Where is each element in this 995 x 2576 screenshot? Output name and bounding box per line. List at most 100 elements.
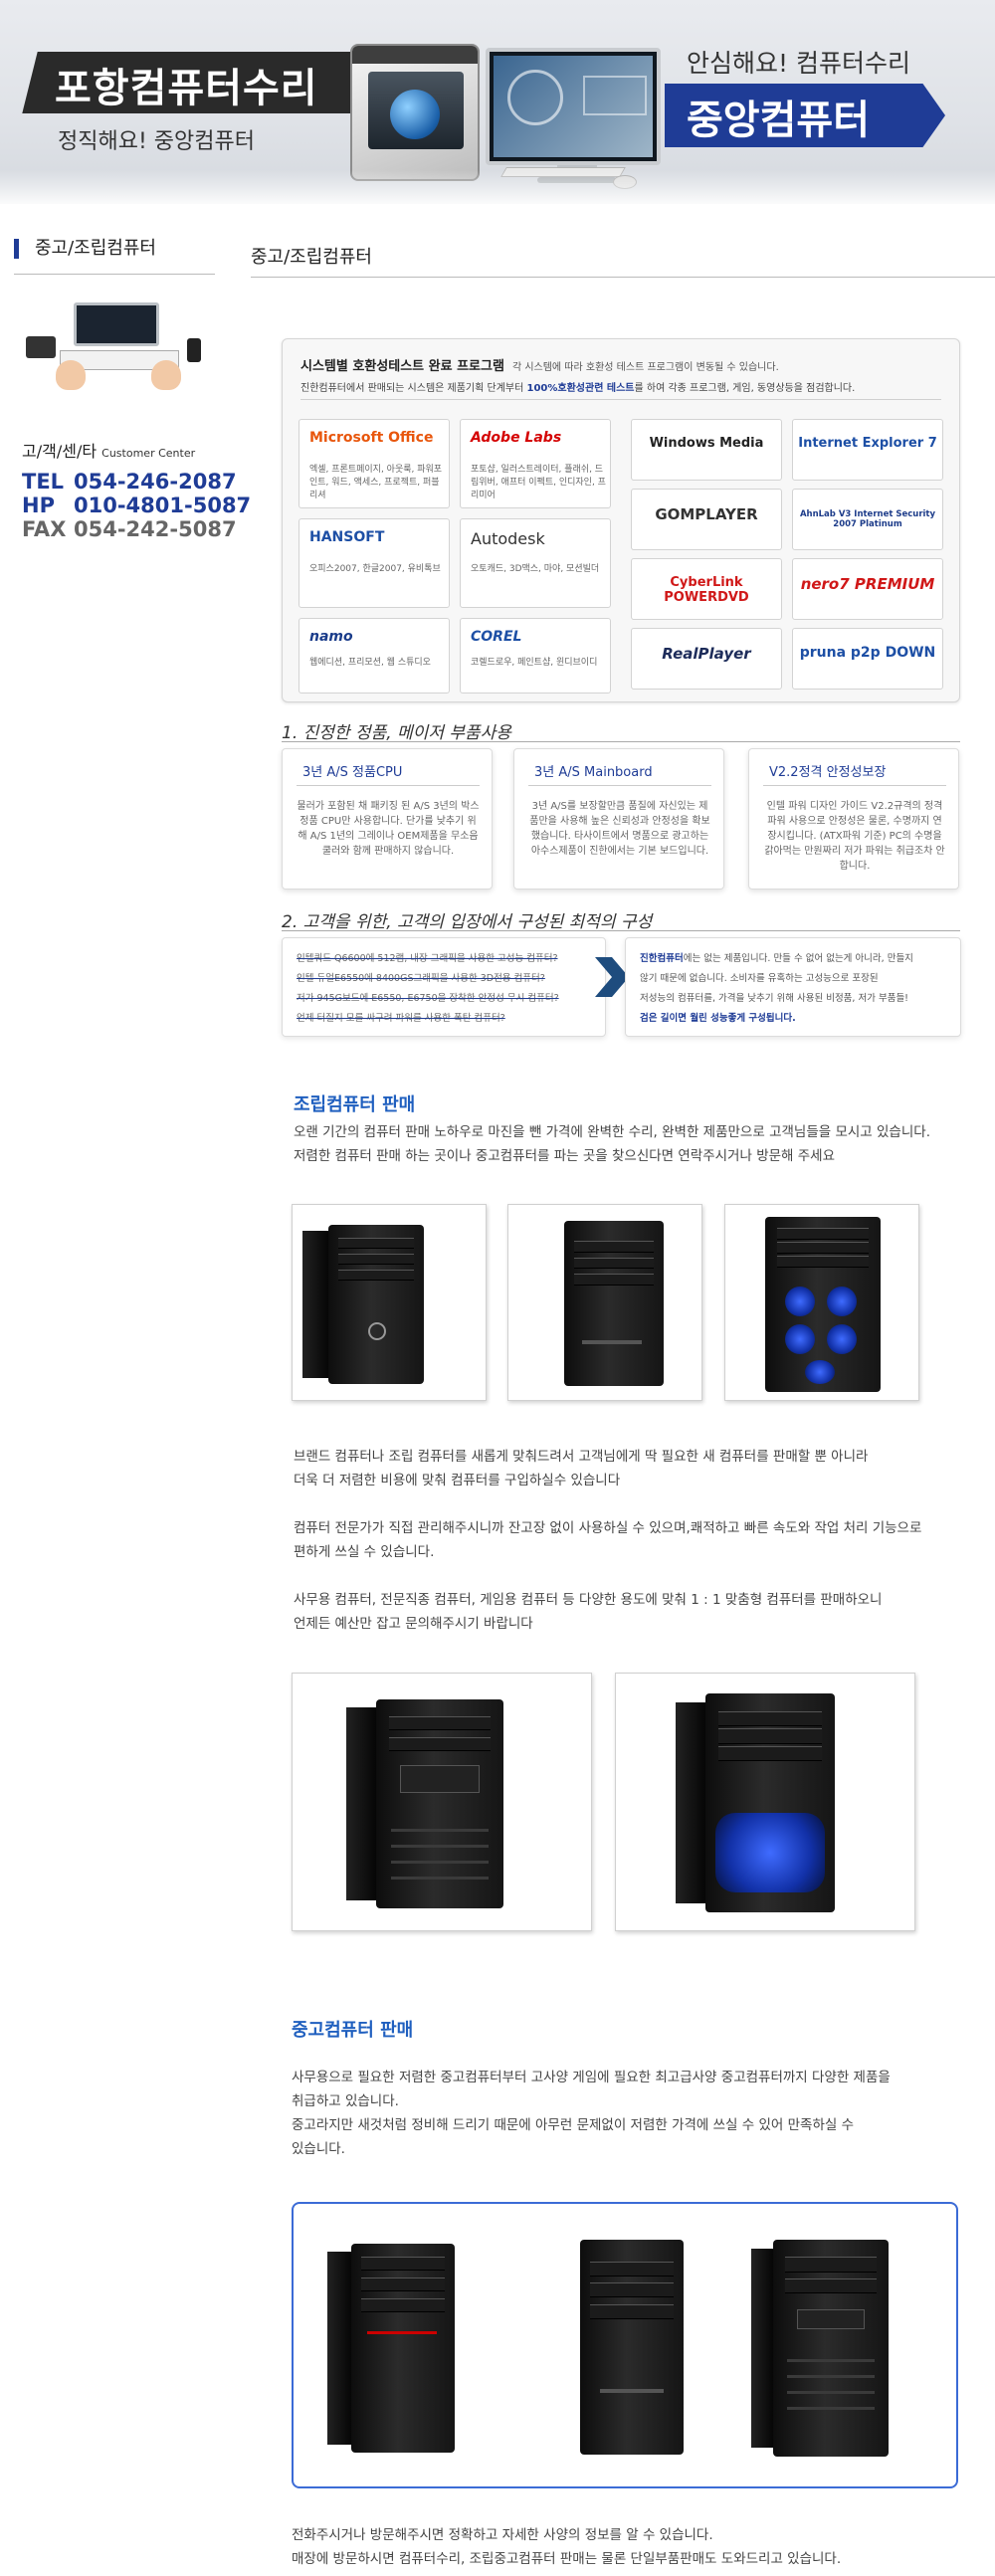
- sidebar-title: 중고/조립컴퓨터: [14, 239, 156, 259]
- bad-configurations-box: 인텔쿼드 Q6600에 512램, 내장 그래픽을 사용한 고성능 컴퓨터? 인…: [282, 937, 606, 1037]
- compat-desc-pre: 진한컴퓨터에서 판매되는 시스템은 제품기획 단계부터: [300, 383, 527, 394]
- para-line: 사무용으로 필요한 저렴한 중고컴퓨터부터 고사양 게임에 필요한 최고급사양 …: [292, 2070, 891, 2085]
- feature-box-title: 3년 A/S Mainboard: [534, 765, 653, 780]
- compat-title: 시스템별 호환성테스트 완료 프로그램 각 시스템에 따라 호환성 테스트 프로그…: [300, 355, 779, 374]
- used-paragraph-1: 사무용으로 필요한 저렴한 중고컴퓨터부터 고사양 게임에 필요한 최고급사양 …: [292, 2066, 988, 2161]
- product-photo-tower-3: [724, 1204, 919, 1401]
- program-card-nero7: nero7 PREMIUM: [792, 558, 943, 620]
- para-line: 오랜 기간의 컴퓨터 판매 노하우로 마진을 뺀 가격에 완벽한 수리, 완벽한…: [294, 1124, 930, 1140]
- contact-hp[interactable]: HP 010-4801-5087: [22, 494, 251, 517]
- good-config-text: 저성능의 컴퓨터를, 가격을 낮추기 위해 사용된 비정품, 저가 부품들!: [640, 993, 908, 1004]
- para-line: 취급하고 있습니다.: [292, 2093, 399, 2109]
- pruna-logo: pruna p2p DOWN: [799, 645, 936, 661]
- contact-fax-label: FAX: [22, 517, 67, 541]
- program-card-ahnlab: AhnLab V3 Internet Security 2007 Platinu…: [792, 489, 943, 550]
- compat-title-text: 시스템별 호환성테스트 완료 프로그램: [300, 359, 504, 374]
- feature-box-desc: 물러가 포함된 채 패키징 된 A/S 3년의 박스정품 CPU만 사용합니다.…: [297, 801, 480, 857]
- contact-fax: FAX 054-242-5087: [22, 517, 237, 541]
- program-card-pruna: pruna p2p DOWN: [792, 628, 943, 690]
- para-line: 브랜드 컴퓨터나 조립 컴퓨터를 새롭게 맞춰드려서 고객님에게 딱 필요한 새…: [294, 1449, 869, 1465]
- autodesk-logo: Autodesk: [471, 529, 545, 548]
- page-title-divider: [251, 277, 995, 278]
- assembly-paragraph-4: 사무용 컴퓨터, 전문직종 컴퓨터, 게임용 컴퓨터 등 다양한 용도에 맞춰 …: [294, 1588, 990, 1636]
- customer-center-label: 고/객/센/타 Customer Center: [22, 438, 195, 462]
- program-card-desc: 웹에디션, 프리모션, 웹 스튜디오: [309, 658, 431, 668]
- feature-box-title: 3년 A/S 정품CPU: [302, 765, 403, 780]
- good-config-bold: 진한컴퓨터: [640, 953, 684, 964]
- hansoft-logo: HANSOFT: [309, 529, 385, 545]
- bad-config-line: 인텔쿼드 Q6600에 512램, 내장 그래픽을 사용한 고성능 컴퓨터?: [297, 953, 558, 964]
- ms-office-logo: Microsoft Office: [309, 430, 434, 446]
- header-banner: 포항컴퓨터수리 정직해요! 중앙컴퓨터 안심해요! 컴퓨터수리 중앙컴퓨터: [0, 0, 995, 204]
- compat-title-note: 각 시스템에 따라 호환성 테스트 프로그램이 변동될 수 있습니다.: [511, 362, 779, 373]
- compatibility-panel: 시스템별 호환성테스트 완료 프로그램 각 시스템에 따라 호환성 테스트 프로그…: [282, 338, 960, 702]
- good-configuration-box: 진한컴퓨터에는 없는 제품입니다. 만들 수 없어 없는게 아니라, 만들지 않…: [625, 937, 961, 1037]
- contact-hp-value: 010-4801-5087: [74, 494, 252, 517]
- program-card-corel: COREL 코렐드로우, 페인트샵, 윈디브이디: [460, 618, 611, 694]
- nero7-logo: nero7 PREMIUM: [800, 575, 935, 593]
- product-photo-tower-1: [292, 1204, 487, 1401]
- program-card-namo: namo 웹에디션, 프리모션, 웹 스튜디오: [298, 618, 450, 694]
- program-card-desc: 엑셀, 프론트페이지, 아웃룩, 파워포인트, 워드, 액세스, 프로젝트, 퍼…: [309, 465, 443, 500]
- contact-hp-label: HP: [22, 494, 55, 517]
- banner-title-right-top: 안심해요! 컴퓨터수리: [687, 49, 910, 78]
- feature-box-title: V2.2정격 안정성보장: [769, 765, 887, 780]
- feature-box-desc: 3년 A/S를 보장할만큼 품질에 자신있는 제품만을 사용해 높은 신뢰성과 …: [529, 801, 710, 857]
- windows-media-logo: Windows Media: [649, 436, 764, 451]
- customer-center-en: Customer Center: [101, 447, 196, 460]
- feature-box-mainboard: 3년 A/S Mainboard 3년 A/S를 보장할만큼 품질에 자신있는 …: [513, 748, 724, 890]
- bad-config-line: 저가 945G보드에 E6550, E6750을 장착한 안정성 무시 컴퓨터?: [297, 993, 559, 1004]
- bad-config-line: 인텔 듀얼E6550에 8400GS그래픽을 사용한 3D전용 컴퓨터?: [297, 973, 545, 984]
- product-photo-tower-2: [507, 1204, 702, 1401]
- desk-illustration: [22, 298, 211, 398]
- used-heading: 중고컴퓨터 판매: [292, 2020, 414, 2041]
- program-card-desc: 포토샵, 일러스트레이터, 플래쉬, 드림위버, 애프터 이펙트, 인디자인, …: [471, 465, 606, 500]
- para-line: 매장에 방문하시면 컴퓨터수리, 조립중고컴퓨터 판매는 물론 단일부품판매도 …: [292, 2551, 842, 2567]
- para-line: 저렴한 컴퓨터 판매 하는 곳이나 중고컴퓨터를 파는 곳을 찾으신다면 연락주…: [294, 1148, 836, 1164]
- product-photo-tower-4: [292, 1673, 592, 1931]
- compat-divider: [300, 399, 941, 400]
- used-tower-3: [751, 2240, 889, 2457]
- good-config-line: 진한컴퓨터에는 없는 제품입니다. 만들 수 없어 없는게 아니라, 만들지: [640, 950, 913, 964]
- section1-divider: [282, 741, 960, 742]
- para-line: 컴퓨터 전문가가 직접 관리해주시니까 잔고장 없이 사용하실 수 있으며,쾌적…: [294, 1520, 922, 1536]
- monitor-illustration: [486, 48, 661, 165]
- product-photo-tower-5: [615, 1673, 915, 1931]
- good-config-line: 않기 때문에 없습니다. 소비자를 유혹하는 고성능으로 포장된: [640, 970, 879, 984]
- program-card-adobe: Adobe Labs 포토샵, 일러스트레이터, 플래쉬, 드림위버, 애프터 …: [460, 419, 611, 508]
- banner-subtitle-left: 정직해요! 중앙컴퓨터: [58, 129, 255, 154]
- para-line: 편하게 쓰실 수 있습니다.: [294, 1544, 435, 1560]
- globe-icon: [390, 90, 440, 139]
- assembly-heading: 조립컴퓨터 판매: [294, 1094, 416, 1115]
- used-tower-1: [327, 2244, 455, 2453]
- section2-divider: [282, 930, 960, 931]
- program-card-powerdvd: CyberLink POWERDVD: [631, 558, 782, 620]
- compat-description: 진한컴퓨터에서 판매되는 시스템은 제품기획 단계부터 100%호환성관련 테스…: [300, 379, 855, 394]
- banner-title-right: 중앙컴퓨터: [687, 98, 870, 143]
- para-line: 있습니다.: [292, 2141, 345, 2157]
- feature-box-desc: 인텔 파워 디자인 가이드 V2.2규격의 정격파워 사용으로 안정성은 물론,…: [764, 801, 945, 872]
- banner-title-left: 포항컴퓨터수리: [55, 66, 318, 111]
- feature-box-cpu: 3년 A/S 정품CPU 물러가 포함된 채 패키징 된 A/S 3년의 박스정…: [282, 748, 493, 890]
- program-card-ms-office: Microsoft Office 엑셀, 프론트페이지, 아웃룩, 파워포인트,…: [298, 419, 450, 508]
- monitor-base: [537, 177, 617, 183]
- program-card-desc: 오토캐드, 3D맥스, 마야, 모션빌더: [471, 564, 600, 574]
- mouse-illustration: [613, 175, 637, 189]
- customer-center-ko: 고/객/센/타: [22, 442, 98, 461]
- program-card-desc: 코렐드로우, 페인트샵, 윈디브이디: [471, 658, 598, 668]
- good-config-line: 저성능의 컴퓨터를, 가격을 낮추기 위해 사용된 비정품, 저가 부품들!: [640, 990, 908, 1004]
- ie7-logo: Internet Explorer 7: [798, 436, 937, 451]
- section2-heading: 2. 고객을 위한, 고객의 입장에서 구성된 최적의 구성: [282, 912, 653, 932]
- contact-fax-value: 054-242-5087: [74, 517, 237, 541]
- used-tower-2: [580, 2240, 684, 2455]
- 3d-printer-illustration: [350, 44, 480, 181]
- assembly-paragraph-2: 브랜드 컴퓨터나 조립 컴퓨터를 새롭게 맞춰드려서 고객님에게 딱 필요한 새…: [294, 1445, 990, 1492]
- namo-logo: namo: [309, 629, 353, 645]
- good-config-text: 않기 때문에 없습니다. 소비자를 유혹하는 고성능으로 포장된: [640, 973, 879, 984]
- program-card-ie7: Internet Explorer 7: [792, 419, 943, 481]
- section1-heading: 1. 진정한 정품, 메이저 부품사용: [282, 723, 511, 743]
- bad-config-line: 언제 터질지 모를 싸구려 파워를 사용한 폭탄 컴퓨터?: [297, 1013, 505, 1024]
- good-config-line: 검은 길이면 월린 성능좋게 구성됩니다.: [640, 1010, 796, 1024]
- program-card-gomplayer: GOMPLAYER: [631, 489, 782, 550]
